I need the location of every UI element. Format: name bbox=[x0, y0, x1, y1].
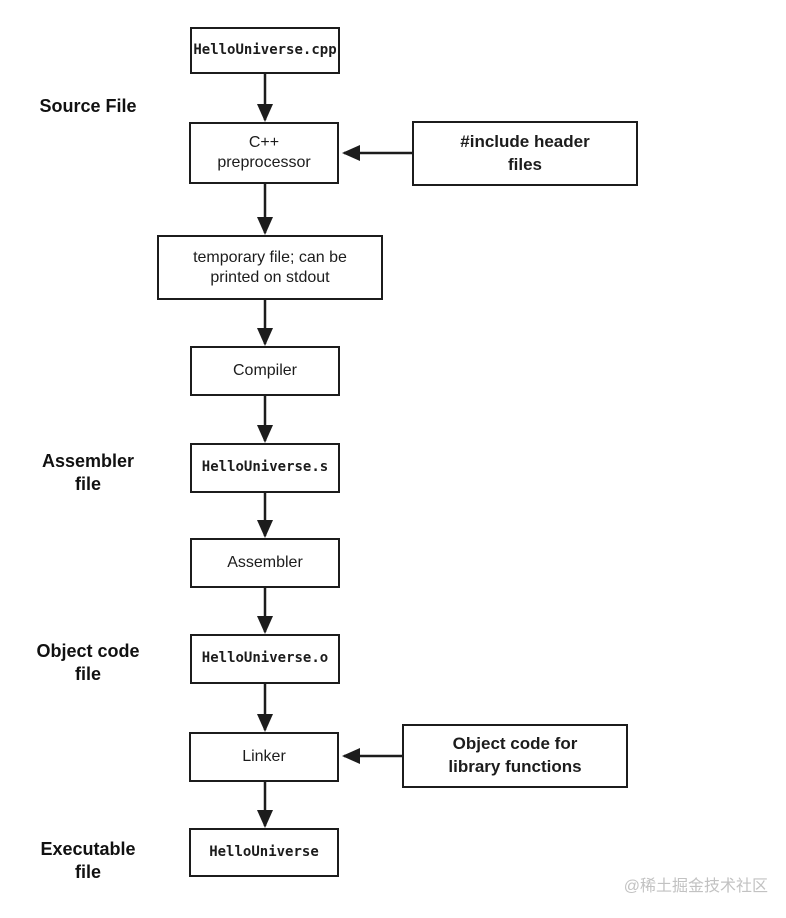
node-source-code-file: HelloUniverse.cpp bbox=[190, 27, 340, 74]
label-executable-file: Executable file bbox=[40, 839, 136, 883]
node-include-header-files: #include header files bbox=[412, 121, 638, 186]
watermark-text: @稀土掘金技术社区 bbox=[623, 878, 768, 895]
node-executable: HelloUniverse bbox=[189, 828, 339, 877]
node-object-code-libraries: Object code for library functions bbox=[402, 724, 628, 788]
label-assembler-file: Assembler file bbox=[41, 451, 135, 495]
label-source-file: Source File bbox=[39, 96, 137, 116]
node-temporary-file: temporary file; can be printed on stdout bbox=[157, 235, 383, 300]
node-cpp-preprocessor: C++ preprocessor bbox=[189, 122, 339, 184]
node-assembler: Assembler bbox=[190, 538, 340, 588]
node-object-file: HelloUniverse.o bbox=[190, 634, 340, 684]
node-compiler: Compiler bbox=[190, 346, 340, 396]
node-assembly-file: HelloUniverse.s bbox=[190, 443, 340, 493]
node-linker: Linker bbox=[189, 732, 339, 782]
label-object-code-file: Object code file bbox=[36, 641, 140, 685]
